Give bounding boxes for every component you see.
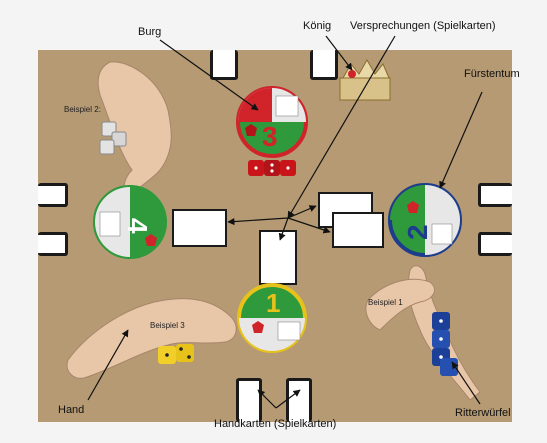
card-slot-top-left xyxy=(210,50,238,80)
label-beispiel-2: Beispiel 2: xyxy=(64,105,101,114)
grey-knight-dice xyxy=(99,121,127,155)
promise-card-center xyxy=(259,230,297,285)
hand-bottom-right xyxy=(365,265,481,401)
principality-1-yellow: 1 xyxy=(237,283,307,353)
svg-text:4: 4 xyxy=(122,218,153,234)
label-burg: Burg xyxy=(138,26,162,38)
card-slot-bottom-left xyxy=(236,378,262,422)
svg-text:1: 1 xyxy=(266,288,280,318)
card-slot-right-bottom xyxy=(478,232,512,256)
principality-4-green: 4 xyxy=(93,185,167,259)
label-fuerstentum: Fürstentum xyxy=(464,68,520,80)
label-beispiel-1: Beispiel 1 xyxy=(368,298,403,307)
label-beispiel-3: Beispiel 3 xyxy=(150,321,185,330)
svg-text:2: 2 xyxy=(402,224,433,240)
king-figure xyxy=(339,58,391,101)
principality-2-blue: 2 xyxy=(388,183,462,257)
card-slot-top-right xyxy=(310,50,338,80)
label-ritterwuerfel: Ritterwürfel xyxy=(455,407,511,419)
label-koenig: König xyxy=(303,20,332,32)
label-versprechungen: Versprechungen (Spielkarten) xyxy=(350,20,496,32)
card-slot-left-bottom xyxy=(38,232,68,256)
card-slot-left-top xyxy=(38,183,68,207)
hand-bottom-left xyxy=(66,298,237,379)
yellow-knight-dice xyxy=(158,344,194,364)
card-slot-right-top xyxy=(478,183,512,207)
label-handkarten: Handkarten (Spielkarten) xyxy=(214,418,337,430)
blue-knight-dice xyxy=(432,312,458,376)
promise-card-right-2 xyxy=(332,212,384,248)
promise-card-left xyxy=(172,209,227,247)
svg-text:3: 3 xyxy=(262,121,278,152)
label-hand: Hand xyxy=(58,404,85,416)
annotation-arrows xyxy=(87,35,483,409)
red-knight-dice xyxy=(248,160,296,176)
principality-3-red: 3 xyxy=(236,86,308,158)
